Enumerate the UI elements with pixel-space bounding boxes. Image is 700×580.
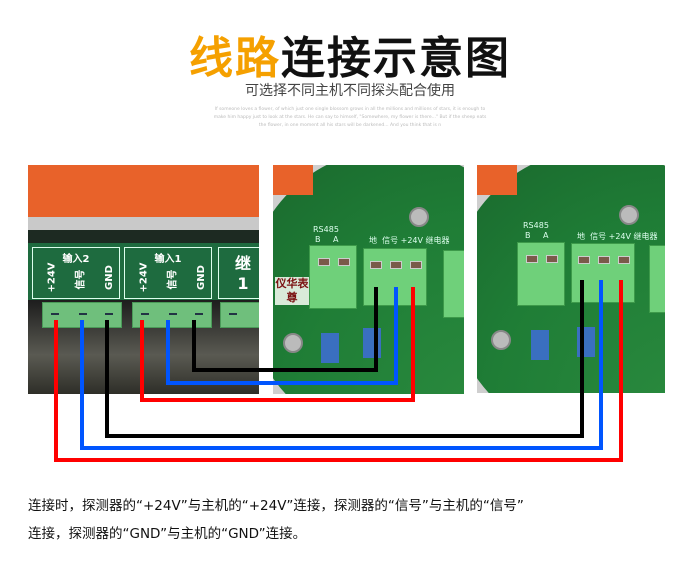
screw-icon bbox=[619, 205, 639, 225]
wire-power-input2 bbox=[54, 280, 623, 462]
terminal-label: 信号 bbox=[382, 236, 399, 245]
relay-label: 继电器 bbox=[425, 236, 450, 245]
terminal-block-relay: 继 1 bbox=[218, 247, 259, 299]
fine-print: If someone loves a flower, of which just… bbox=[213, 107, 487, 128]
page-title: 线路连接示意图 bbox=[0, 22, 700, 86]
potentiometer bbox=[531, 330, 549, 360]
host-unit-photo: 输入2 +24V 信号 GND 输入1 +24V 信号 GND 继 1 bbox=[28, 165, 259, 394]
terminal-label: 信号 bbox=[590, 232, 607, 241]
rs485-label: RS485 bbox=[313, 225, 339, 234]
pin-label: B bbox=[315, 235, 321, 244]
terminal-label: 地 bbox=[577, 232, 585, 241]
pin-label: A bbox=[333, 235, 339, 244]
detector-photo-2: RS485 B A 地 信号 +24V 继电器 bbox=[477, 165, 665, 393]
rs485-connector bbox=[309, 245, 357, 309]
terminal-connector bbox=[132, 302, 212, 328]
connection-note: 连接时，探测器的“+24V”与主机的“+24V”连接，探测器的“信号”与主机的“… bbox=[28, 492, 678, 548]
note-line-2: 连接，探测器的“GND”与主机的“GND”连接。 bbox=[28, 526, 307, 542]
wire-ground-input2 bbox=[105, 280, 584, 438]
potentiometer bbox=[321, 333, 339, 363]
title-rest: 连接示意图 bbox=[281, 33, 511, 84]
terminal-label: +24V bbox=[400, 236, 423, 245]
block-number: 1 bbox=[237, 274, 249, 293]
terminal-label: 地 bbox=[369, 236, 377, 245]
title-highlight: 线路 bbox=[189, 33, 281, 84]
subtitle: 可选择不同主机不同探头配合使用 bbox=[245, 83, 455, 99]
block-header: 继 bbox=[234, 254, 251, 273]
wire-ground-input1 bbox=[192, 287, 378, 372]
block-header: 输入2 bbox=[62, 254, 90, 265]
screw-icon bbox=[491, 330, 511, 350]
wire-power-input1 bbox=[140, 287, 415, 402]
screw-icon bbox=[409, 207, 429, 227]
wire-signal-input1 bbox=[166, 287, 398, 385]
terminal-connector bbox=[220, 302, 259, 328]
relay-connector bbox=[649, 245, 665, 313]
screw-icon bbox=[283, 333, 303, 353]
wire-signal-input2 bbox=[80, 280, 603, 450]
brand-logo: 仪华表尊 bbox=[275, 277, 309, 305]
relay-label: 继电器 bbox=[633, 232, 658, 241]
terminal-label: +24V bbox=[608, 232, 631, 241]
block-header: 输入1 bbox=[154, 254, 182, 265]
rs485-label: RS485 bbox=[523, 221, 549, 230]
terminal-block-input2: 输入2 +24V 信号 GND bbox=[32, 247, 120, 299]
note-line-1: 连接时，探测器的“+24V”与主机的“+24V”连接，探测器的“信号”与主机的“… bbox=[28, 498, 524, 514]
terminal-block-input1: 输入1 +24V 信号 GND bbox=[124, 247, 212, 299]
relay-connector bbox=[443, 250, 464, 318]
pin-label: B bbox=[525, 231, 531, 240]
pin-label: A bbox=[543, 231, 549, 240]
rs485-connector bbox=[517, 242, 565, 306]
